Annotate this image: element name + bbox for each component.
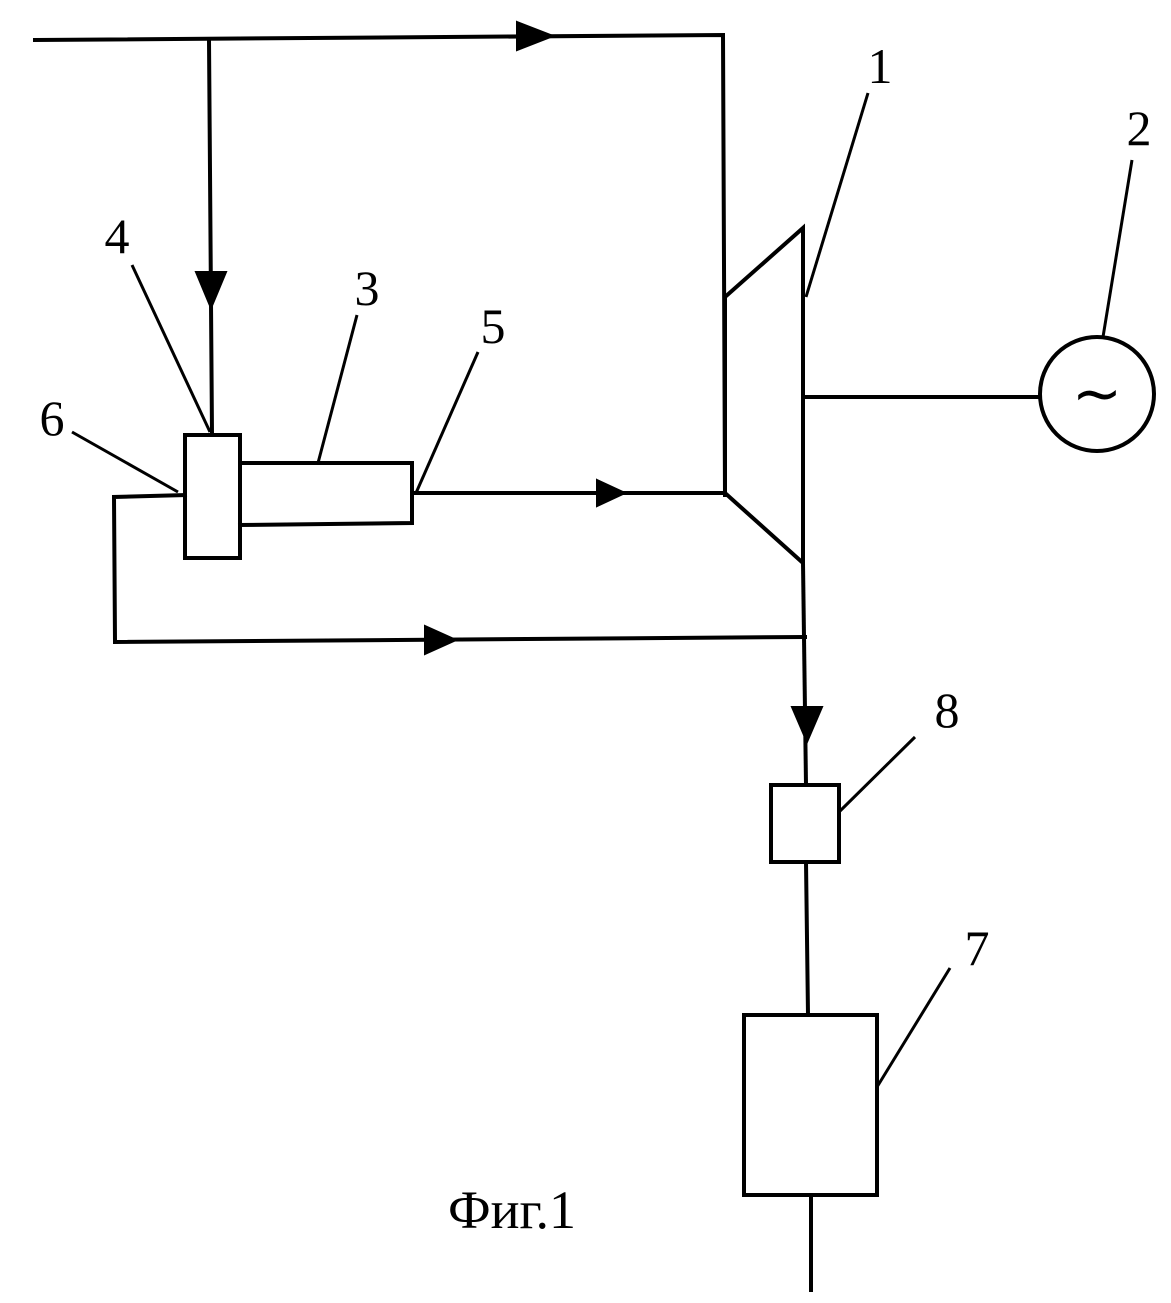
- recirculation-line: [111, 492, 808, 645]
- intermediate-unit-block: [769, 783, 841, 864]
- consumer-unit-block: [742, 1013, 879, 1197]
- callout-3: 3: [355, 260, 380, 316]
- exhaust-arrowhead: [790, 706, 824, 745]
- callout-4: 4: [105, 208, 130, 264]
- mixer-block: [183, 433, 242, 560]
- chamber-outlet-arrowhead: [596, 478, 628, 508]
- callout-2: 2: [1127, 100, 1152, 156]
- callout-1: 1: [868, 38, 893, 94]
- leader-8: [837, 735, 917, 814]
- figure-caption: Фиг.1: [448, 1180, 576, 1240]
- callout-7: 7: [965, 920, 990, 976]
- callout-8: 8: [935, 682, 960, 738]
- intermediate-to-consumer-line: [803, 859, 811, 1018]
- leader-5: [414, 351, 480, 494]
- callout-5: 5: [481, 298, 506, 354]
- generator-circle: [1038, 335, 1156, 453]
- leader-4: [130, 264, 212, 433]
- leader-1: [804, 92, 870, 298]
- supply-arrowhead: [516, 20, 556, 52]
- leader-3: [316, 314, 359, 464]
- leader-7: [875, 967, 952, 1088]
- generator-tilde-icon: ~: [1072, 359, 1122, 429]
- callout-6: 6: [40, 390, 65, 446]
- supply-line-top: [32, 32, 728, 498]
- leader-2: [1101, 159, 1134, 338]
- mixer-feed-line: [206, 37, 215, 438]
- combustion-chamber: [237, 461, 414, 528]
- mixer-feed-arrowhead: [194, 271, 228, 311]
- turbine-body: [723, 223, 805, 568]
- turbine-exhaust-line: [800, 560, 809, 788]
- leader-6: [71, 430, 179, 494]
- recirculation-arrowhead: [424, 624, 459, 656]
